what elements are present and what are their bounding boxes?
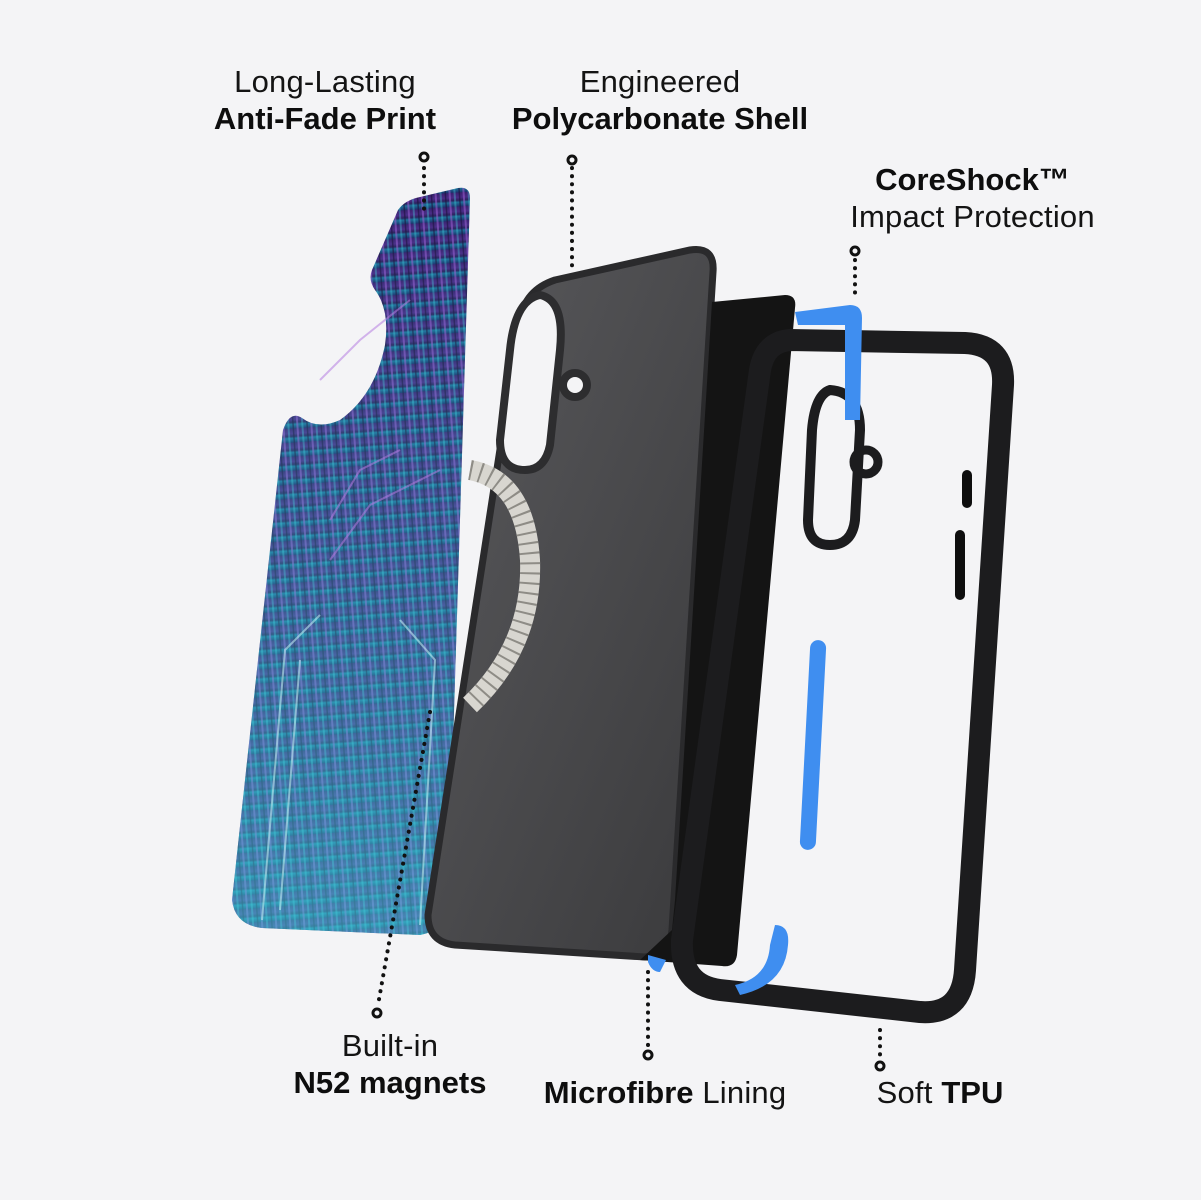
coreshock-inserts <box>735 305 862 995</box>
callout-bold: Microfibre <box>543 1075 694 1110</box>
callout-anti-fade-print: Long-Lasting Anti-Fade Print <box>180 64 470 137</box>
callout-line1: Engineered <box>579 64 741 99</box>
tpu-bumper <box>670 328 1015 1024</box>
callout-microfibre-lining: Microfibre Lining <box>515 1075 815 1112</box>
callout-soft-tpu: Soft TPU <box>850 1075 1030 1112</box>
callout-coreshock: CoreShock™ Impact Protection <box>820 162 1125 235</box>
callout-line2: Anti-Fade Print <box>213 100 437 136</box>
callout-line2: N52 magnets <box>293 1064 487 1100</box>
callout-n52-magnets: Built-in N52 magnets <box>260 1028 520 1101</box>
leader-endpoints <box>371 151 886 1072</box>
printed-back-plate <box>232 187 470 935</box>
callout-line2: Impact Protection <box>850 198 1095 234</box>
leader-lines <box>376 166 882 1060</box>
callout-light: Lining <box>693 1075 787 1110</box>
callout-line2: Polycarbonate Shell <box>511 100 809 136</box>
callout-light: Soft <box>876 1075 942 1110</box>
callout-line1: Built-in <box>341 1028 439 1063</box>
magnet-ring <box>463 460 541 713</box>
callout-bold: TPU <box>941 1075 1004 1110</box>
callout-polycarbonate-shell: Engineered Polycarbonate Shell <box>480 64 840 137</box>
callout-line1: CoreShock™ <box>875 162 1070 197</box>
polycarbonate-shell <box>424 245 717 961</box>
callout-line1: Long-Lasting <box>234 64 416 99</box>
